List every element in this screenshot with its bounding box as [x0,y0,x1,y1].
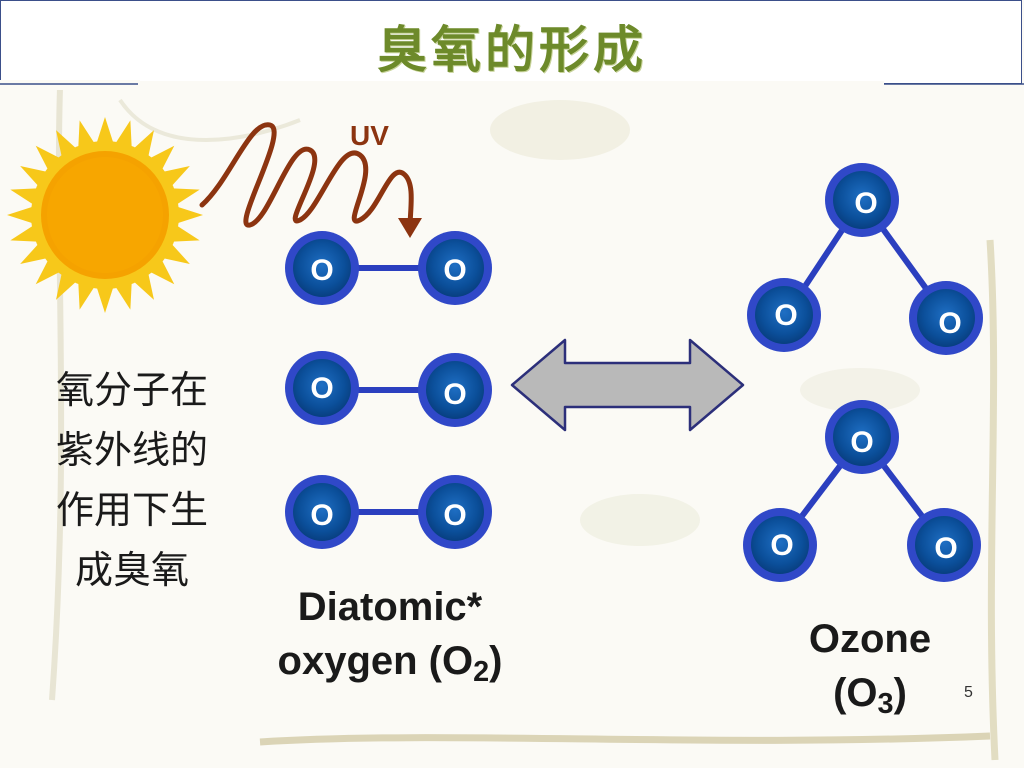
oxygen-atom: O [743,508,817,582]
atom-label: O [443,378,466,411]
o2-molecule-3: O O [285,475,492,549]
ozone-label-line-2: (O3) [833,671,907,721]
atom-label: O [850,426,873,459]
oxygen-atom: O [418,475,492,549]
atom-label: O [854,187,877,220]
sun-icon [7,117,203,313]
oxygen-atom: O [825,163,899,237]
diatomic-oxygen-label: Diatomic* oxygen (O2) [230,580,550,699]
page-number: 5 [964,684,973,701]
oxygen-atom: O [825,400,899,474]
atom-label: O [774,299,797,332]
atom-label: O [443,254,466,287]
ozone-label-line-1: Ozone [808,617,932,661]
oxygen-atom: O [909,281,983,355]
oxygen-atom: O [285,231,359,305]
description-line-2: 紫外线的 [55,428,208,472]
ozone-label: Ozone (O3) [770,612,970,731]
oxygen-atom: O [418,231,492,305]
atom-label: O [770,529,793,562]
atom-label: O [310,254,333,287]
o3-molecule-1: O O O [747,163,983,355]
description-text: 氧分子在 紫外线的 作用下生 成臭氧 [22,360,242,600]
o3-molecule-2: O O O [743,400,981,582]
atom-label: O [934,532,957,565]
atom-label: O [310,372,333,405]
uv-wave-arrow [199,122,422,238]
atom-label: O [938,307,961,340]
diatomic-label-line-2: oxygen (O2) [277,639,503,689]
atom-label: O [310,499,333,532]
title-underline [0,80,1024,90]
description-line-4: 成臭氧 [74,548,189,592]
uv-label: UV [350,120,389,151]
oxygen-atom: O [285,475,359,549]
oxygen-atom: O [907,508,981,582]
atom-label: O [443,499,466,532]
oxygen-atom: O [418,353,492,427]
o2-molecule-1: O O [285,231,492,305]
description-line-1: 氧分子在 [55,368,208,412]
oxygen-atom: O [747,278,821,352]
o2-molecule-2: O O [285,351,492,427]
description-line-3: 作用下生 [55,488,208,532]
diatomic-label-line-1: Diatomic* [297,585,483,629]
double-arrow-icon [510,338,745,432]
oxygen-atom: O [285,351,359,425]
page-title: 臭氧的形成 [377,20,647,79]
